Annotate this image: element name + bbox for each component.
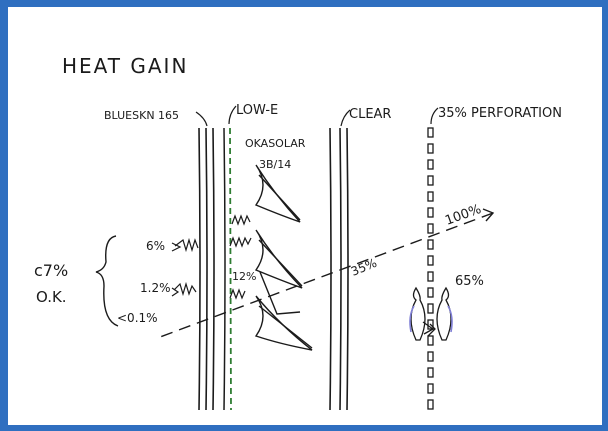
perforation-block xyxy=(427,175,434,186)
label-leaders xyxy=(195,105,439,127)
perforation-block xyxy=(427,271,434,282)
clear-glass-layer xyxy=(329,127,349,411)
perforation-block xyxy=(427,223,434,234)
perforation-block xyxy=(427,367,434,378)
label-okasolar-code: 3B/14 xyxy=(259,158,291,171)
perforation-block xyxy=(427,239,434,250)
perforation-block xyxy=(427,255,434,266)
heat-arrows xyxy=(171,214,252,300)
label-perforation: 35% PERFORATION xyxy=(438,106,562,121)
value-gain-mid: 1.2% xyxy=(140,281,171,295)
value-total: c7% xyxy=(34,261,68,280)
blueskin-layer xyxy=(198,127,215,411)
label-low-e: LOW-E xyxy=(236,103,278,118)
sketch-card xyxy=(8,7,602,425)
label-okasolar: OKASOLAR xyxy=(245,137,306,150)
perforation-block xyxy=(427,303,434,314)
value-gain-high: 6% xyxy=(146,239,165,253)
low-e-layer xyxy=(223,127,232,411)
perforation-block xyxy=(427,191,434,202)
value-incident: 100% xyxy=(443,202,483,229)
perforation-block xyxy=(427,127,434,138)
incident-ray xyxy=(159,208,495,338)
perforation-block xyxy=(427,207,434,218)
perforation-block xyxy=(427,143,434,154)
total-bracket xyxy=(95,235,119,327)
perforation-block xyxy=(427,351,434,362)
label-clear: CLEAR xyxy=(349,107,391,122)
perforation-block xyxy=(427,335,434,346)
value-reflected-up: 65% xyxy=(455,274,484,289)
perforation-block xyxy=(427,399,434,410)
diagram-title: HEAT GAIN xyxy=(62,54,188,78)
value-through-perforation: 35% xyxy=(349,256,379,279)
perforation-block xyxy=(427,383,434,394)
value-verdict: O.K. xyxy=(36,288,67,306)
value-after-okasolar: 12% xyxy=(232,270,256,283)
reflection-arrows xyxy=(409,286,453,341)
perforation-block xyxy=(427,159,434,170)
perforated-screen xyxy=(427,127,434,410)
okasolar-louvres xyxy=(254,164,313,351)
value-gain-low: <0.1% xyxy=(117,311,158,325)
label-blueskin: BLUESKN 165 xyxy=(104,109,179,122)
perforation-block xyxy=(427,287,434,298)
